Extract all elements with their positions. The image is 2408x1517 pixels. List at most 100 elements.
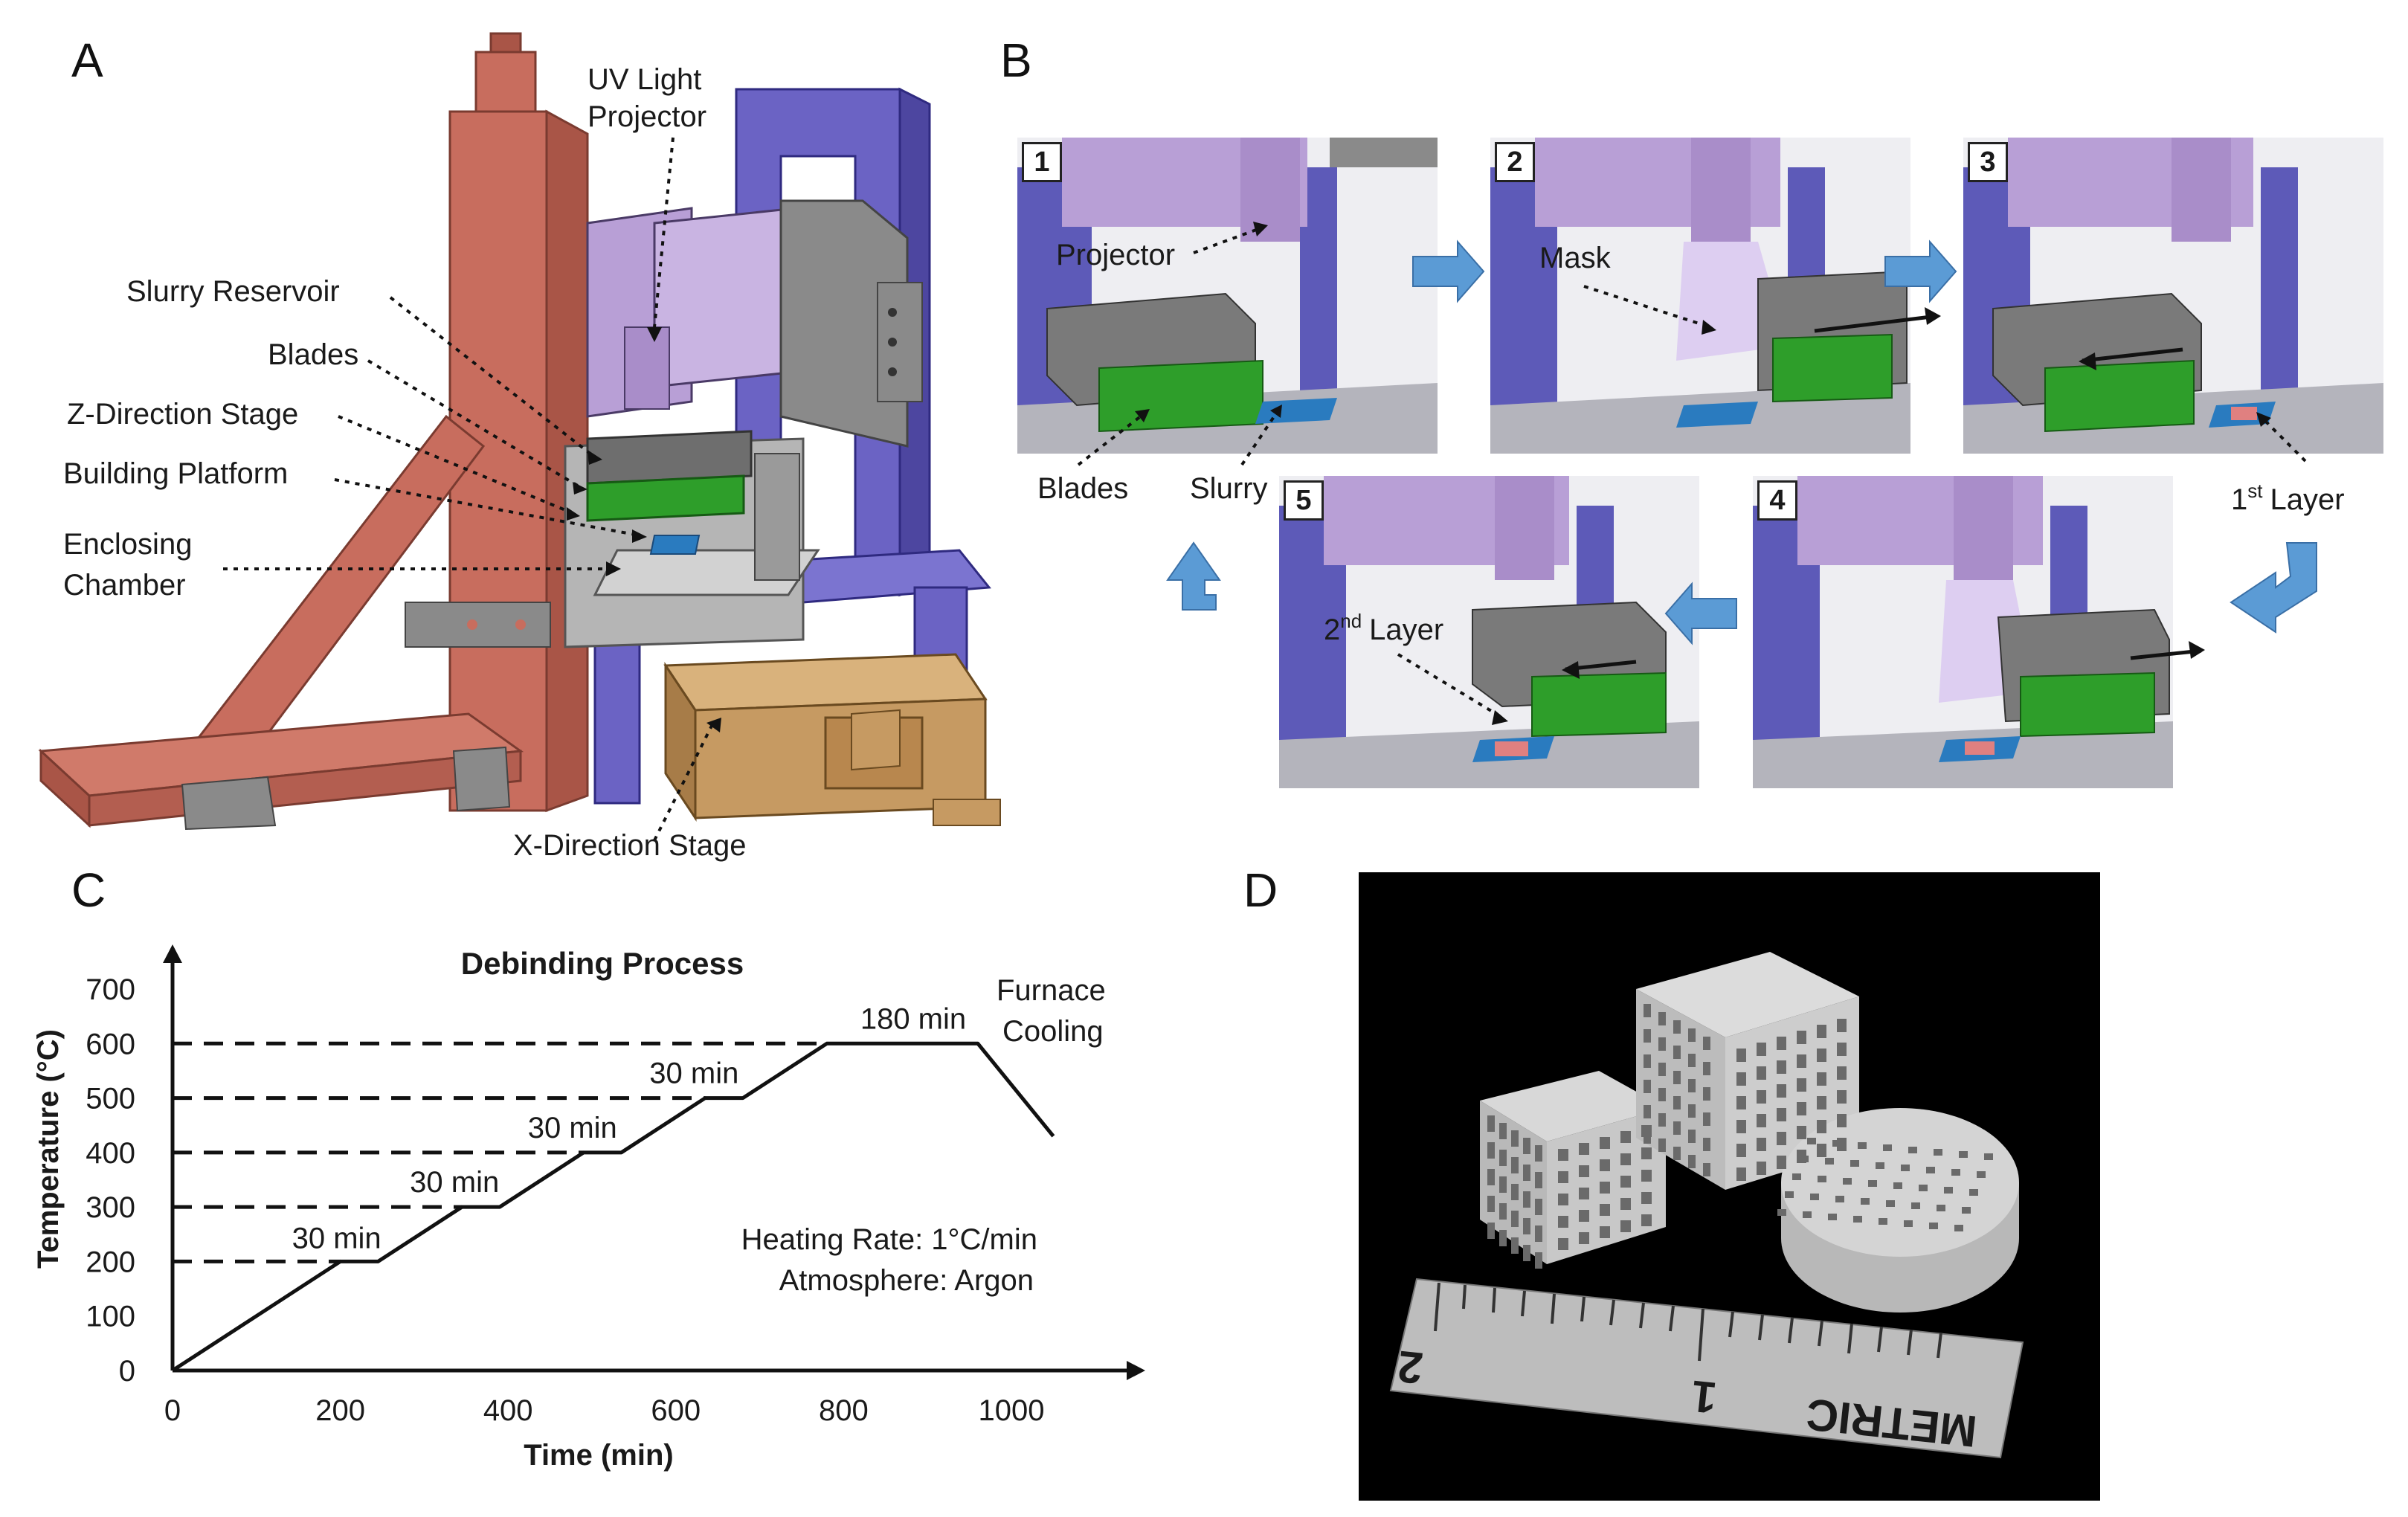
pore (1934, 1149, 1942, 1156)
ruler-number-2: 2 (1395, 1342, 1425, 1394)
label-enclosing: Enclosing (63, 528, 192, 561)
pore (1797, 1078, 1806, 1092)
pore (1558, 1149, 1568, 1161)
pore (1959, 1151, 1968, 1158)
pore (1861, 1198, 1870, 1205)
red-frame (38, 32, 589, 831)
pore (1757, 1114, 1766, 1127)
pore (1843, 1178, 1852, 1185)
pore (1810, 1194, 1819, 1200)
pore (1837, 1138, 1847, 1151)
scaffold-pores (1487, 1004, 1993, 1269)
pore (1499, 1150, 1507, 1166)
pore (1688, 1079, 1696, 1092)
pore (1817, 1120, 1826, 1133)
pore (1579, 1143, 1589, 1155)
label-slurry-b: Slurry (1190, 472, 1267, 505)
blue-frame (585, 87, 991, 805)
ruler-number-1: 1 (1689, 1371, 1719, 1423)
pore (1818, 1176, 1826, 1182)
pore (1641, 1214, 1652, 1226)
y-tick-label: 700 (86, 973, 135, 1006)
pore (1600, 1204, 1610, 1216)
pore (1757, 1162, 1766, 1175)
pore (1658, 1113, 1666, 1127)
y-axis-label: Temperature (°C) (32, 1029, 65, 1269)
y-tick-label: 200 (86, 1246, 135, 1278)
pore (1807, 1138, 1816, 1144)
pore (1658, 1138, 1666, 1152)
label-z-stage: Z-Direction Stage (67, 398, 298, 431)
pore (1673, 1096, 1681, 1109)
pore (1977, 1171, 1986, 1178)
pore (1511, 1130, 1519, 1147)
pore (1736, 1120, 1746, 1133)
label-chamber: Chamber (63, 569, 186, 602)
pore (1703, 1112, 1710, 1126)
step-2-number: 2 (1495, 142, 1535, 182)
pore (1673, 1147, 1681, 1160)
pore (1644, 1004, 1651, 1017)
pore (1535, 1252, 1542, 1269)
pore (1644, 1054, 1651, 1068)
step-3-number: 3 (1968, 142, 2008, 182)
pore (1777, 1037, 1786, 1050)
pore (1785, 1191, 1794, 1198)
pore (1688, 1104, 1696, 1118)
pore (1736, 1049, 1746, 1062)
pore (1904, 1220, 1913, 1227)
pore (1644, 1105, 1651, 1118)
label-blades-b: Blades (1037, 472, 1128, 505)
pore (1579, 1188, 1589, 1199)
pore (1558, 1194, 1568, 1205)
pore (1837, 1090, 1847, 1104)
pore (1620, 1198, 1631, 1210)
step-4-number: 4 (1757, 480, 1797, 521)
pore (1688, 1155, 1696, 1168)
pore (1511, 1237, 1519, 1254)
pore (1837, 1114, 1847, 1127)
annotation-30min-2: 30 min (410, 1166, 499, 1199)
pore (1817, 1049, 1826, 1062)
pore (1954, 1225, 1963, 1231)
pore (1837, 1019, 1847, 1032)
annotation-30min-3: 30 min (528, 1112, 617, 1144)
pore (1858, 1142, 1867, 1149)
pore (1703, 1037, 1710, 1050)
step-5-frame: 5 (1279, 476, 1699, 788)
annotation-cooling: Cooling (1002, 1015, 1104, 1048)
pore (1487, 1169, 1495, 1185)
pore (1558, 1171, 1568, 1183)
panel-c-letter: C (71, 863, 106, 917)
pore (1579, 1232, 1589, 1244)
pore (1817, 1025, 1826, 1038)
pore (1901, 1165, 1910, 1171)
annotation-30min-1: 30 min (292, 1222, 382, 1254)
pore (1511, 1184, 1519, 1200)
pore (1487, 1196, 1495, 1212)
pore (1929, 1223, 1938, 1229)
pore (1757, 1138, 1766, 1151)
x-tick-label: 800 (819, 1394, 869, 1427)
pore (1600, 1137, 1610, 1149)
arrow-5-to-1 (1166, 541, 1221, 611)
pore (1658, 1012, 1666, 1025)
label-building-platform: Building Platform (63, 457, 288, 490)
pore (1951, 1169, 1960, 1176)
pore (1757, 1066, 1766, 1080)
y-tick-label: 400 (86, 1137, 135, 1170)
pore (1777, 1209, 1786, 1216)
pore (1641, 1147, 1652, 1159)
pore (1797, 1031, 1806, 1044)
pore (1736, 1144, 1746, 1157)
pore (1797, 1054, 1806, 1068)
pore (1797, 1150, 1806, 1163)
pore (1600, 1182, 1610, 1194)
metric-ruler: 2 1 METRIC (1389, 1278, 2024, 1459)
pore (1937, 1205, 1945, 1211)
pore (1837, 1066, 1847, 1080)
x-direction-stage (663, 653, 1001, 826)
pore (1523, 1165, 1530, 1181)
pore (1837, 1043, 1847, 1056)
pore (1511, 1211, 1519, 1227)
